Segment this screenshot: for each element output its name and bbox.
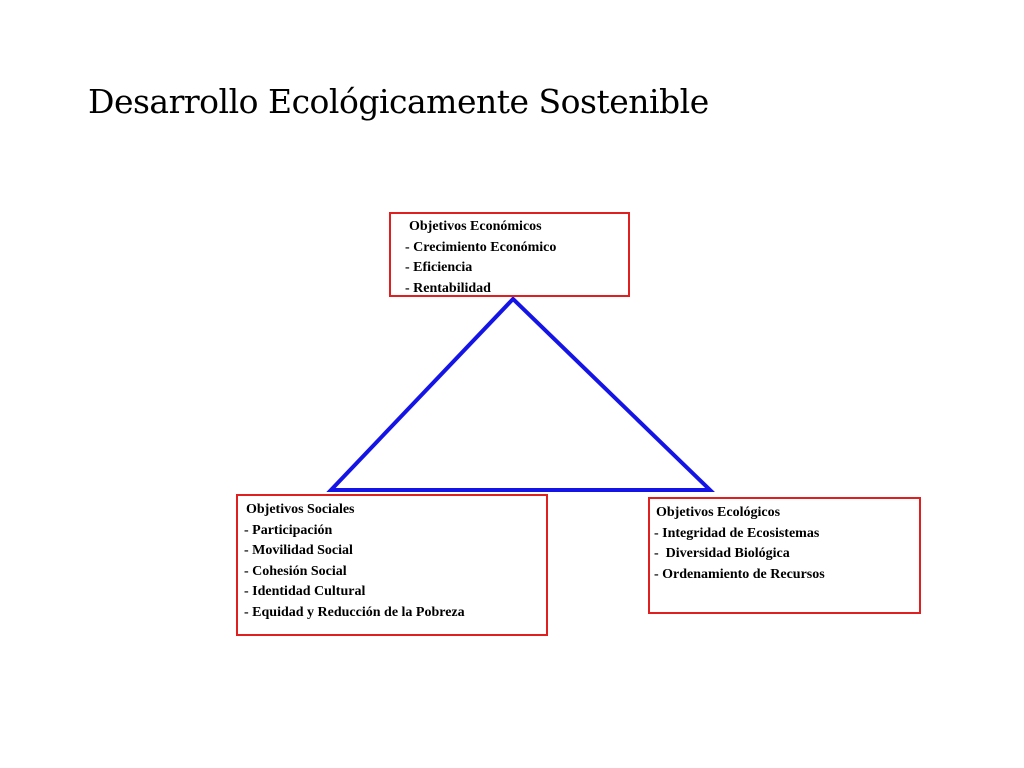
- list-item: - Identidad Cultural: [244, 584, 366, 599]
- social-objectives-box: Objetivos Sociales - Participación - Mov…: [236, 494, 548, 636]
- list-item: - Integridad de Ecosistemas: [654, 525, 820, 541]
- triangle-shape: [326, 296, 715, 492]
- list-item: - Participación: [244, 522, 333, 538]
- list-item: - Crecimiento Económico: [405, 239, 557, 255]
- list-item: - Diversidad Biológica: [654, 546, 790, 561]
- social-objectives-heading: Objetivos Sociales: [246, 502, 355, 517]
- list-item: - Cohesión Social: [244, 563, 347, 579]
- economic-objectives-box: Objetivos Económicos - Crecimiento Econó…: [389, 212, 630, 297]
- economic-objectives-list: - Crecimiento Económico - Eficiencia - R…: [405, 238, 628, 300]
- ecological-objectives-box: Objetivos Ecológicos - Integridad de Eco…: [648, 497, 921, 614]
- list-item: - Ordenamiento de Recursos: [654, 566, 825, 582]
- ecological-objectives-list: - Integridad de Ecosistemas - Diversidad…: [654, 524, 919, 586]
- ecological-objectives-heading: Objetivos Ecológicos: [656, 505, 781, 520]
- list-item: - Movilidad Social: [244, 543, 353, 558]
- social-objectives-list: - Participación - Movilidad Social - Coh…: [244, 521, 546, 624]
- list-item: - Rentabilidad: [405, 280, 491, 296]
- list-item: - Equidad y Reducción de la Pobreza: [244, 604, 465, 620]
- list-item: - Eficiencia: [405, 260, 473, 275]
- economic-objectives-heading: Objetivos Económicos: [409, 219, 542, 234]
- slide-title: Desarrollo Ecológicamente Sostenible: [88, 82, 709, 121]
